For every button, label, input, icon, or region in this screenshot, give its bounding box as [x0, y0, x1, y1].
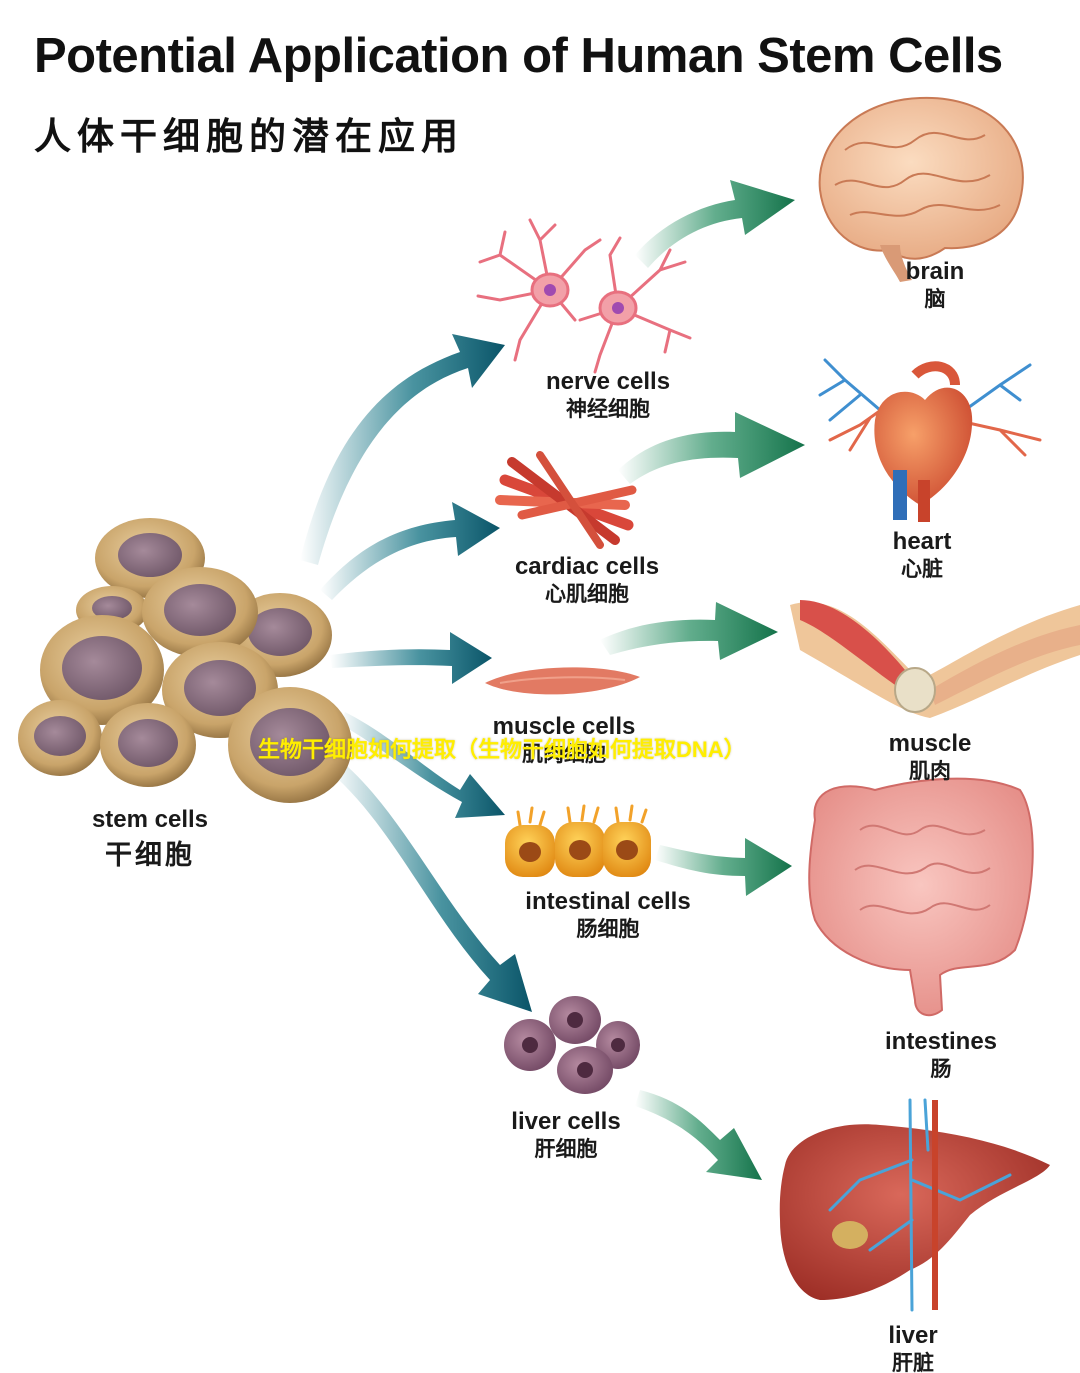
liver-image	[779, 1098, 1050, 1312]
label-muscle-cells: muscle cells 肌肉细胞	[484, 713, 644, 767]
label-muscle-en: muscle	[888, 730, 972, 757]
label-stem-cells: stem cells 干细胞	[80, 806, 220, 871]
intestinal-cells-image	[505, 804, 651, 877]
liver-cells-image	[504, 996, 640, 1094]
stem-arrows	[300, 334, 532, 1012]
cardiac-cells-image	[495, 451, 637, 549]
nerve-cells-image	[476, 218, 692, 374]
label-brain-zh: 脑	[924, 287, 946, 311]
label-cardiac-cells-en: cardiac cells	[514, 553, 660, 580]
arrow-to-liver	[635, 1090, 762, 1180]
arrow-to-cardiac-cells	[320, 502, 500, 600]
label-muscle-cells-zh: 肌肉细胞	[522, 742, 606, 766]
label-muscle-cells-en: muscle cells	[492, 713, 636, 740]
label-nerve-cells: nerve cells 神经细胞	[528, 368, 688, 422]
intestines-image	[808, 777, 1034, 1017]
label-intestinal-cells: intestinal cells 肠细胞	[508, 888, 708, 942]
label-heart-en: heart	[892, 528, 952, 555]
arrow-to-intestines	[655, 838, 792, 896]
watermark-overlay: 生物干细胞如何提取（生物干细胞如何提取DNA）	[258, 737, 746, 762]
heart-image	[818, 358, 1042, 522]
label-nerve-cells-en: nerve cells	[545, 368, 671, 395]
label-brain-en: brain	[905, 258, 965, 285]
label-liver: liver 肝脏	[868, 1322, 958, 1373]
arrow-to-heart	[618, 412, 805, 484]
organ-arrows	[600, 180, 805, 1180]
label-brain: brain 脑	[885, 258, 985, 312]
label-intestines-zh: 肠	[930, 1057, 952, 1081]
muscle-cell-image	[485, 667, 640, 695]
label-nerve-cells-zh: 神经细胞	[566, 397, 650, 421]
label-heart-zh: 心脏	[901, 557, 943, 581]
label-liver-cells-en: liver cells	[511, 1108, 621, 1135]
arrow-to-nerve-cells	[300, 334, 505, 565]
arrow-to-intestinal-cells	[340, 712, 505, 818]
label-heart: heart 心脏	[872, 528, 972, 582]
label-intestinal-cells-en: intestinal cells	[525, 888, 691, 915]
label-intestinal-cells-zh: 肠细胞	[576, 917, 640, 941]
label-liver-zh: 肝脏	[892, 1351, 934, 1373]
label-intestines-en: intestines	[884, 1028, 998, 1055]
label-muscle-zh: 肌肉	[909, 759, 951, 783]
brain-image	[818, 96, 1024, 282]
arrow-to-brain	[635, 180, 795, 268]
title-en: Potential Application of Human Stem Cell…	[34, 29, 1003, 83]
label-liver-en: liver	[888, 1322, 938, 1349]
label-stem-cells-zh: 干细胞	[105, 839, 195, 870]
label-intestines: intestines 肠	[868, 1028, 1014, 1082]
label-cardiac-cells: cardiac cells 心肌细胞	[502, 553, 672, 607]
arrow-to-muscle-cells	[330, 632, 492, 684]
label-muscle: muscle 肌肉	[870, 730, 990, 784]
label-liver-cells-zh: 肝细胞	[534, 1137, 598, 1161]
muscle-image	[790, 600, 1080, 718]
arrow-to-muscle	[600, 602, 778, 660]
arrow-to-liver-cells	[330, 760, 532, 1012]
label-liver-cells: liver cells 肝细胞	[496, 1108, 636, 1162]
label-stem-cells-en: stem cells	[91, 806, 209, 833]
stem-cell-cluster	[18, 518, 352, 803]
title-zh: 人体干细胞的潜在应用	[34, 116, 464, 157]
label-cardiac-cells-zh: 心肌细胞	[545, 582, 629, 606]
